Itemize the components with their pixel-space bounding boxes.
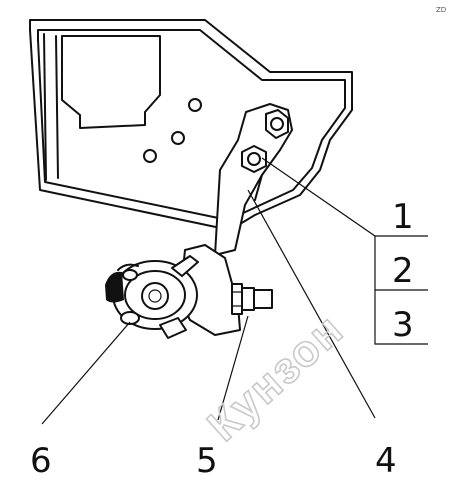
callout-3: 3: [392, 305, 414, 345]
mounting-plate: [214, 103, 293, 256]
hole: [188, 98, 202, 112]
callout-6: 6: [30, 441, 52, 481]
fitting: [231, 283, 273, 315]
callout-5: 5: [196, 441, 218, 481]
hole: [143, 149, 157, 163]
coupling-port: [141, 282, 169, 310]
leader-lines: [41, 157, 428, 425]
nut-lower: [241, 145, 267, 173]
nut-upper: [265, 109, 289, 139]
callout-2: 2: [392, 251, 414, 291]
callout-4: 4: [375, 441, 397, 481]
coupling-head: [105, 244, 241, 339]
frame-bracket: [29, 19, 353, 231]
callout-1: 1: [392, 197, 414, 237]
corner-mark: ZD: [436, 6, 446, 14]
hole: [171, 131, 185, 145]
